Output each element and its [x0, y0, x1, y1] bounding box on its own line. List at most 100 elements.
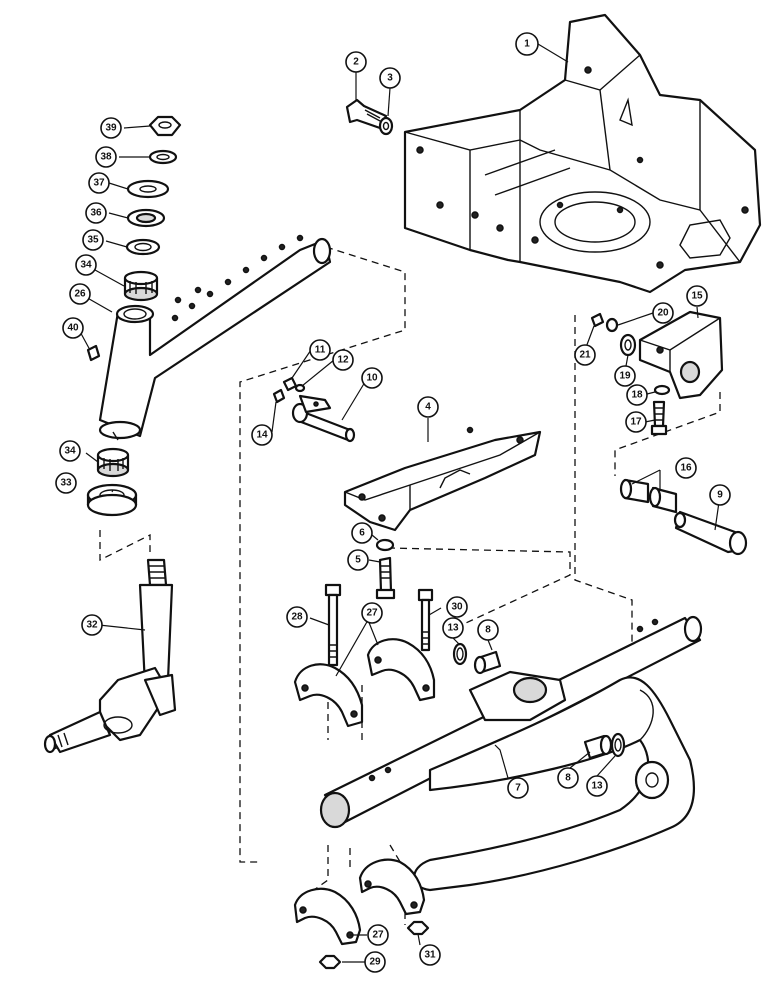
- callout-label: 28: [291, 612, 303, 623]
- callout-5: 5: [347, 549, 369, 571]
- callout-37: 37: [88, 172, 110, 194]
- callout-34-lower: 34: [59, 440, 81, 462]
- callout-40: 40: [62, 317, 84, 339]
- callout-label: 18: [631, 390, 643, 401]
- lock-washer-12: [294, 383, 306, 393]
- thrust-washer-13-upper: [452, 642, 468, 666]
- callout-label: 26: [74, 289, 86, 300]
- callout-label: 14: [256, 430, 268, 441]
- pivot-bracket-15: [638, 310, 724, 400]
- callout-label: 27: [366, 608, 378, 619]
- grease-fitting-14: [272, 388, 286, 404]
- callout-label: 32: [86, 620, 98, 631]
- callout-20: 20: [652, 302, 674, 324]
- bushing-8-lower: [583, 734, 613, 760]
- callout-label: 39: [105, 123, 117, 134]
- callout-label: 1: [524, 39, 530, 50]
- washer-3: [378, 116, 394, 136]
- seal-33: [86, 483, 138, 517]
- bolt-28: [324, 583, 342, 667]
- callout-10: 10: [361, 367, 383, 389]
- callout-26: 26: [69, 283, 91, 305]
- callout-label: 27: [372, 930, 384, 941]
- callout-label: 4: [425, 402, 431, 413]
- grease-fitting-40: [86, 344, 101, 362]
- callout-label: 16: [680, 463, 692, 474]
- callout-33: 33: [55, 472, 77, 494]
- nut-39: [148, 115, 182, 137]
- callout-36: 36: [85, 202, 107, 224]
- callout-label: 17: [630, 417, 642, 428]
- callout-32: 32: [81, 614, 103, 636]
- callout-label: 29: [369, 957, 381, 968]
- callout-19: 19: [614, 365, 636, 387]
- bolt-5: [375, 556, 396, 600]
- steering-arm-26: [98, 234, 332, 441]
- callout-label: 8: [485, 625, 491, 636]
- pivot-pin-9: [673, 510, 748, 556]
- thrust-washer-13-lower: [610, 732, 626, 758]
- callout-3: 3: [379, 67, 401, 89]
- clamp-27-upper-right: [366, 638, 436, 702]
- callout-28: 28: [286, 606, 308, 628]
- bolster-housing: [403, 13, 762, 294]
- washer-6: [375, 538, 395, 552]
- bushing-16-b: [648, 486, 678, 514]
- bushing-8-upper: [473, 650, 502, 675]
- callout-label: 34: [80, 260, 92, 271]
- clamp-27-upper-left: [293, 663, 364, 728]
- callout-38: 38: [95, 146, 117, 168]
- callout-18: 18: [626, 384, 648, 406]
- callout-label: 21: [579, 350, 591, 361]
- callout-13-lower: 13: [586, 775, 608, 797]
- bolt-30: [417, 588, 434, 652]
- callout-7: 7: [507, 777, 529, 799]
- callout-label: 19: [619, 371, 631, 382]
- callout-label: 33: [60, 478, 72, 489]
- callout-label: 10: [366, 373, 378, 384]
- callout-label: 36: [90, 208, 102, 219]
- callout-label: 40: [67, 323, 79, 334]
- washer-35: [125, 238, 161, 256]
- callout-29: 29: [364, 951, 386, 973]
- washer-38: [148, 149, 178, 165]
- spindle-32: [43, 558, 177, 754]
- callout-27-lower: 27: [367, 924, 389, 946]
- callout-label: 11: [315, 345, 326, 356]
- callout-16: 16: [675, 457, 697, 479]
- cap-screw-11: [282, 376, 298, 392]
- callout-label: 13: [591, 781, 603, 792]
- callout-13-upper: 13: [442, 617, 464, 639]
- callout-15: 15: [686, 285, 708, 307]
- callout-39: 39: [100, 117, 122, 139]
- nut-29: [318, 954, 342, 970]
- nut-31: [406, 920, 430, 936]
- callout-label: 31: [424, 950, 436, 961]
- callout-label: 30: [451, 602, 463, 613]
- callout-14: 14: [251, 424, 273, 446]
- seal-19: [619, 333, 637, 357]
- callout-label: 9: [717, 490, 723, 501]
- callout-35: 35: [82, 229, 104, 251]
- grease-fitting-21: [590, 312, 605, 328]
- washer-37: [126, 179, 170, 199]
- callout-2: 2: [345, 51, 367, 73]
- clamp-27-lower-left: [293, 887, 362, 946]
- callout-label: 12: [337, 355, 349, 366]
- callout-1: 1: [515, 32, 539, 56]
- bolt-17: [650, 400, 668, 436]
- callout-27-upper: 27: [361, 602, 383, 624]
- pin-10: [291, 394, 356, 443]
- callout-8-lower: 8: [557, 767, 579, 789]
- callout-label: 13: [447, 623, 459, 634]
- callout-label: 5: [355, 555, 361, 566]
- callout-label: 2: [353, 57, 359, 68]
- callout-label: 20: [657, 308, 669, 319]
- callout-label: 35: [87, 235, 99, 246]
- callout-label: 34: [64, 446, 76, 457]
- callout-label: 7: [515, 783, 521, 794]
- callout-8-upper: 8: [477, 619, 499, 641]
- callout-21: 21: [574, 344, 596, 366]
